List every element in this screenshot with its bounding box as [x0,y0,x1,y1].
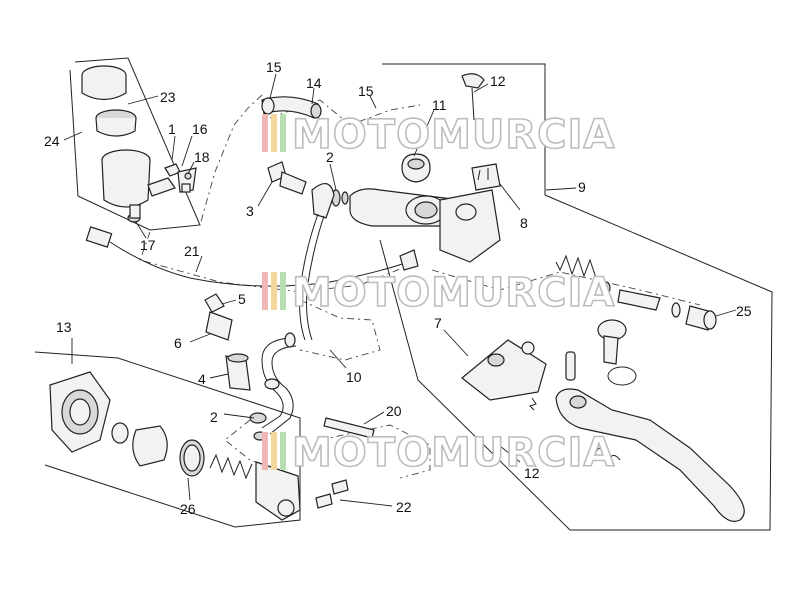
callout-2-upper: 2 [326,149,334,165]
feed-hose [261,96,322,119]
watermark-top: MOTOMURCIA [262,111,615,159]
callout-10: 10 [346,369,362,385]
watermark-bottom: MOTOMURCIA [262,429,615,477]
hose-fittings [204,293,251,391]
callout-12-lower: 12 [524,465,540,481]
callout-8: 8 [520,215,528,231]
fluid-reservoir [81,65,197,223]
clutch-lever [555,388,745,522]
assembly-line-c [139,231,411,293]
callout-16: 16 [192,121,208,137]
slave-cylinder-group-frame [34,351,301,528]
callout-17: 17 [140,237,156,253]
callout-20: 20 [386,403,402,419]
banjo-bolt [267,161,349,207]
watermark-middle: MOTOMURCIA [262,269,615,317]
callout-1: 1 [168,121,176,137]
watermark-text: MOTOMURCIA [292,112,615,158]
reservoir-group-frame [69,57,201,231]
callout-25: 25 [736,303,752,319]
assembly-line-a [199,94,263,226]
group-frames [34,57,773,531]
switch-cable [85,226,419,287]
callout-5: 5 [238,291,246,307]
callout-2-lower: 2 [210,409,218,425]
watermark-text: MOTOMURCIA [292,430,615,476]
callout-numbers: 1 2 2 3 4 5 6 7 8 9 10 11 12 12 13 14 15… [44,59,752,517]
callout-12-upper: 12 [490,73,506,89]
callout-11: 11 [432,97,447,113]
piston-assembly [555,254,717,331]
callout-15-left: 15 [266,59,282,75]
callout-14: 14 [306,75,322,91]
callout-3: 3 [246,203,254,219]
mounting-screws [315,417,375,509]
callout-23: 23 [160,89,176,105]
rigid-pipe [249,332,297,441]
watermark-text: MOTOMURCIA [292,270,615,316]
callout-4: 4 [198,371,206,387]
callout-13: 13 [56,319,72,335]
callout-15-right: 15 [358,83,374,99]
callout-9: 9 [578,179,586,195]
callout-24: 24 [44,133,60,149]
callout-26: 26 [180,501,196,517]
callout-18: 18 [194,149,210,165]
clutch-line [299,183,335,341]
callout-21: 21 [184,243,200,259]
lever-pivot-parts [461,319,637,411]
callout-22: 22 [396,499,412,515]
callout-6: 6 [174,335,182,351]
callout-7: 7 [434,315,442,331]
leader-lines [63,73,737,507]
assembly-line-d [299,299,381,361]
slave-cylinder [49,371,301,521]
master-cylinder [349,73,501,263]
master-cylinder-group-frame [379,63,773,531]
